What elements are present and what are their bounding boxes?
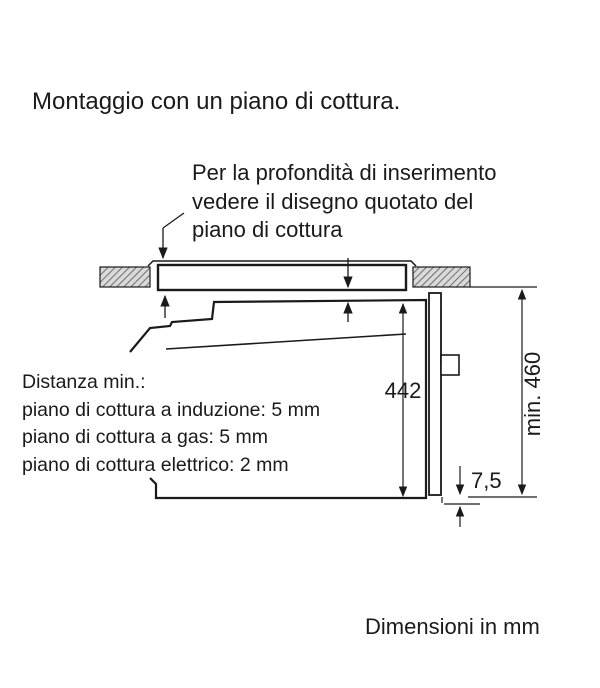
worktop-left bbox=[99, 266, 151, 288]
distance-item-electric: piano di cottura elettrico: 2 mm bbox=[22, 454, 289, 476]
worktop-right bbox=[412, 266, 471, 288]
dimension-442-label: 442 bbox=[385, 378, 422, 403]
note-line-1: Per la profondità di inserimento bbox=[192, 160, 497, 185]
cooktop bbox=[147, 260, 417, 292]
oven-front bbox=[428, 292, 460, 496]
distance-item-gas: piano di cottura a gas: 5 mm bbox=[22, 426, 269, 448]
units-note: Dimensioni in mm bbox=[365, 614, 540, 639]
note-line-3: piano di cottura bbox=[192, 217, 343, 242]
page-title: Montaggio con un piano di cottura. bbox=[32, 88, 401, 115]
dimension-7-5 bbox=[441, 466, 480, 527]
note-pointer bbox=[158, 212, 185, 260]
dimension-460 bbox=[468, 286, 537, 498]
distance-item-induction: piano di cottura a induzione: 5 mm bbox=[22, 399, 321, 421]
dimension-7-5-label: 7,5 bbox=[471, 468, 502, 493]
distance-heading: Distanza min.: bbox=[22, 371, 146, 393]
dimension-460-label: min. 460 bbox=[520, 352, 545, 436]
note-line-2: vedere il disegno quotato del bbox=[192, 189, 474, 214]
oven-body bbox=[129, 298, 428, 500]
